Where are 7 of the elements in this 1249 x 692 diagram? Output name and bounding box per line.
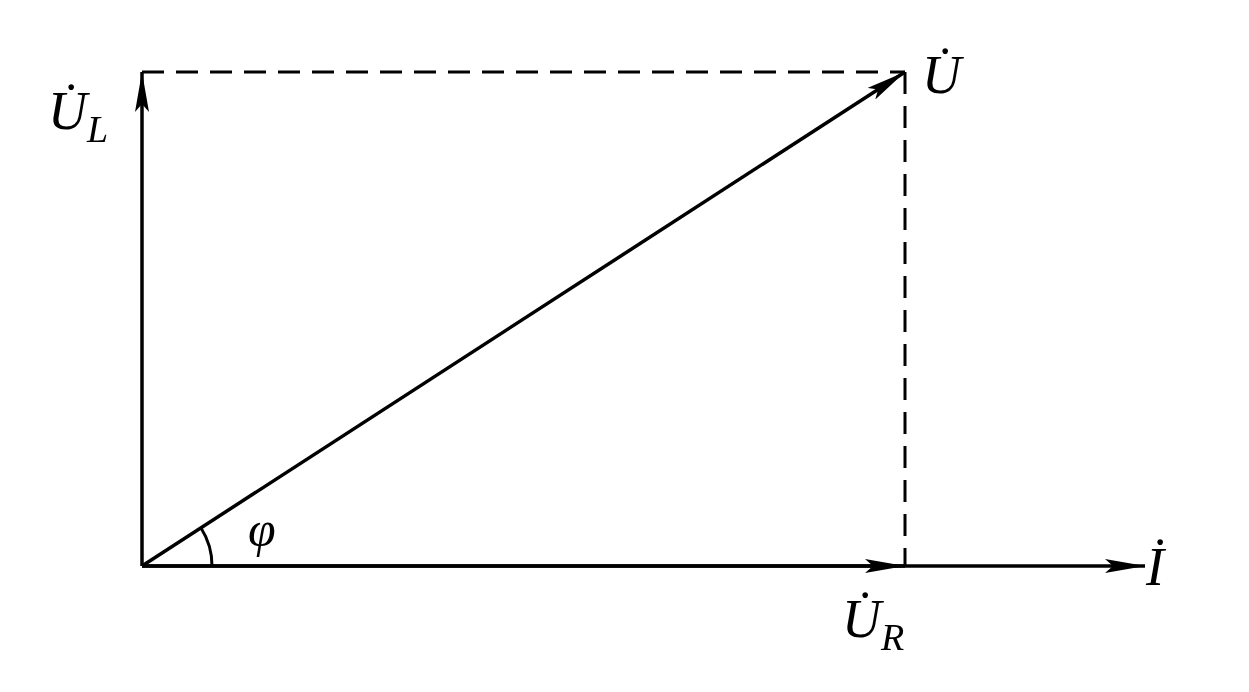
projection-line <box>142 70 905 74</box>
phasor-arrow <box>135 72 149 566</box>
phasor-label: U̇$_{R}$ <box>842 592 905 657</box>
phasor-label: İ <box>1146 540 1164 594</box>
projection-line <box>903 72 907 566</box>
phasor-label: U̇$_{L}$ <box>48 84 109 149</box>
phasor-arrow <box>142 559 1145 573</box>
